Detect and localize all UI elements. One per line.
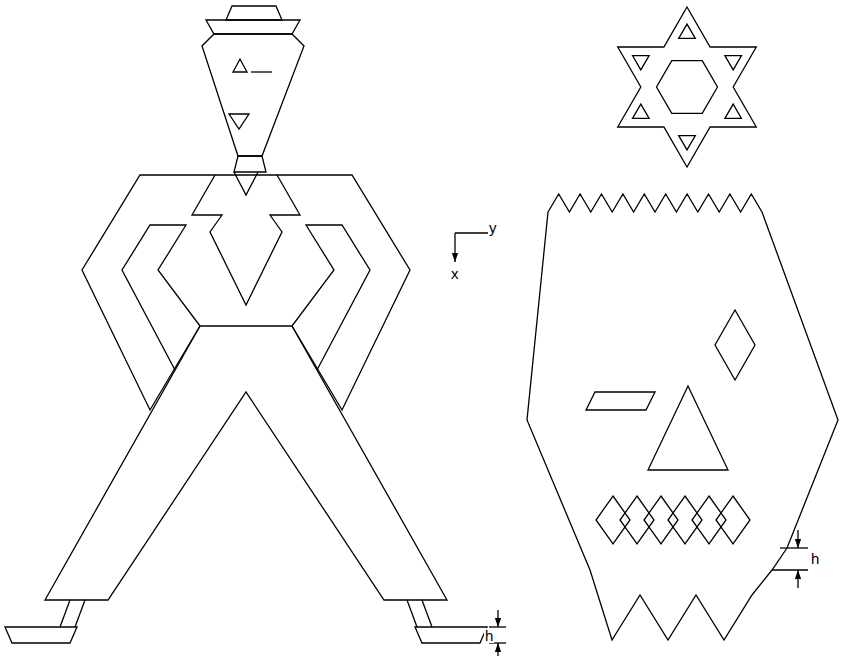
- jacket-outline: [82, 175, 410, 410]
- ankle: [422, 600, 432, 627]
- shoe: [415, 627, 487, 643]
- waist-line: [200, 325, 292, 326]
- star-triangle: [632, 104, 649, 118]
- dimension-extension: [772, 569, 808, 570]
- dimension-arrow: [797, 570, 798, 588]
- left-arm-inner: [122, 225, 200, 370]
- eye: [715, 310, 755, 380]
- ankle: [407, 600, 417, 627]
- dimension-arrow: [497, 643, 498, 656]
- hat-top: [226, 6, 282, 20]
- face-figure: [527, 194, 838, 640]
- head: [202, 34, 304, 156]
- star-outline: [618, 7, 757, 167]
- dimension-extension: [780, 547, 808, 548]
- shoe: [5, 627, 77, 643]
- face-outline: [527, 194, 838, 640]
- axis-label: x: [450, 266, 460, 281]
- dimension-arrow: [797, 530, 798, 548]
- eye: [233, 59, 247, 72]
- y-axis: [455, 232, 492, 233]
- right-arm-inner: [292, 225, 370, 370]
- tooth: [692, 496, 726, 544]
- x-axis: [454, 233, 455, 262]
- ankle: [60, 600, 70, 627]
- star-triangle: [632, 56, 649, 70]
- dimension-arrow: [497, 610, 498, 627]
- legs: [45, 326, 447, 600]
- eye: [586, 392, 655, 410]
- ankle: [75, 600, 85, 627]
- star-triangle: [725, 104, 742, 118]
- nose: [648, 386, 728, 470]
- axis-label: y: [488, 220, 498, 235]
- star-triangle: [679, 136, 696, 150]
- tooth: [620, 496, 654, 544]
- tooth: [596, 496, 630, 544]
- axis-symbol: [455, 233, 492, 262]
- nose: [229, 114, 249, 129]
- hat-brim: [206, 20, 300, 34]
- tooth: [644, 496, 678, 544]
- tooth: [716, 496, 750, 544]
- star-triangle: [725, 56, 742, 70]
- tooth: [668, 496, 702, 544]
- dimension-label: h: [484, 628, 494, 643]
- neck: [234, 156, 266, 172]
- star-hexagon: [657, 61, 718, 114]
- man-figure: [5, 6, 506, 656]
- tie-knot: [234, 172, 258, 195]
- star-figure: [618, 7, 757, 167]
- dimension-label: h: [810, 551, 820, 566]
- star-triangle: [679, 24, 696, 38]
- winking-eye: [251, 71, 272, 72]
